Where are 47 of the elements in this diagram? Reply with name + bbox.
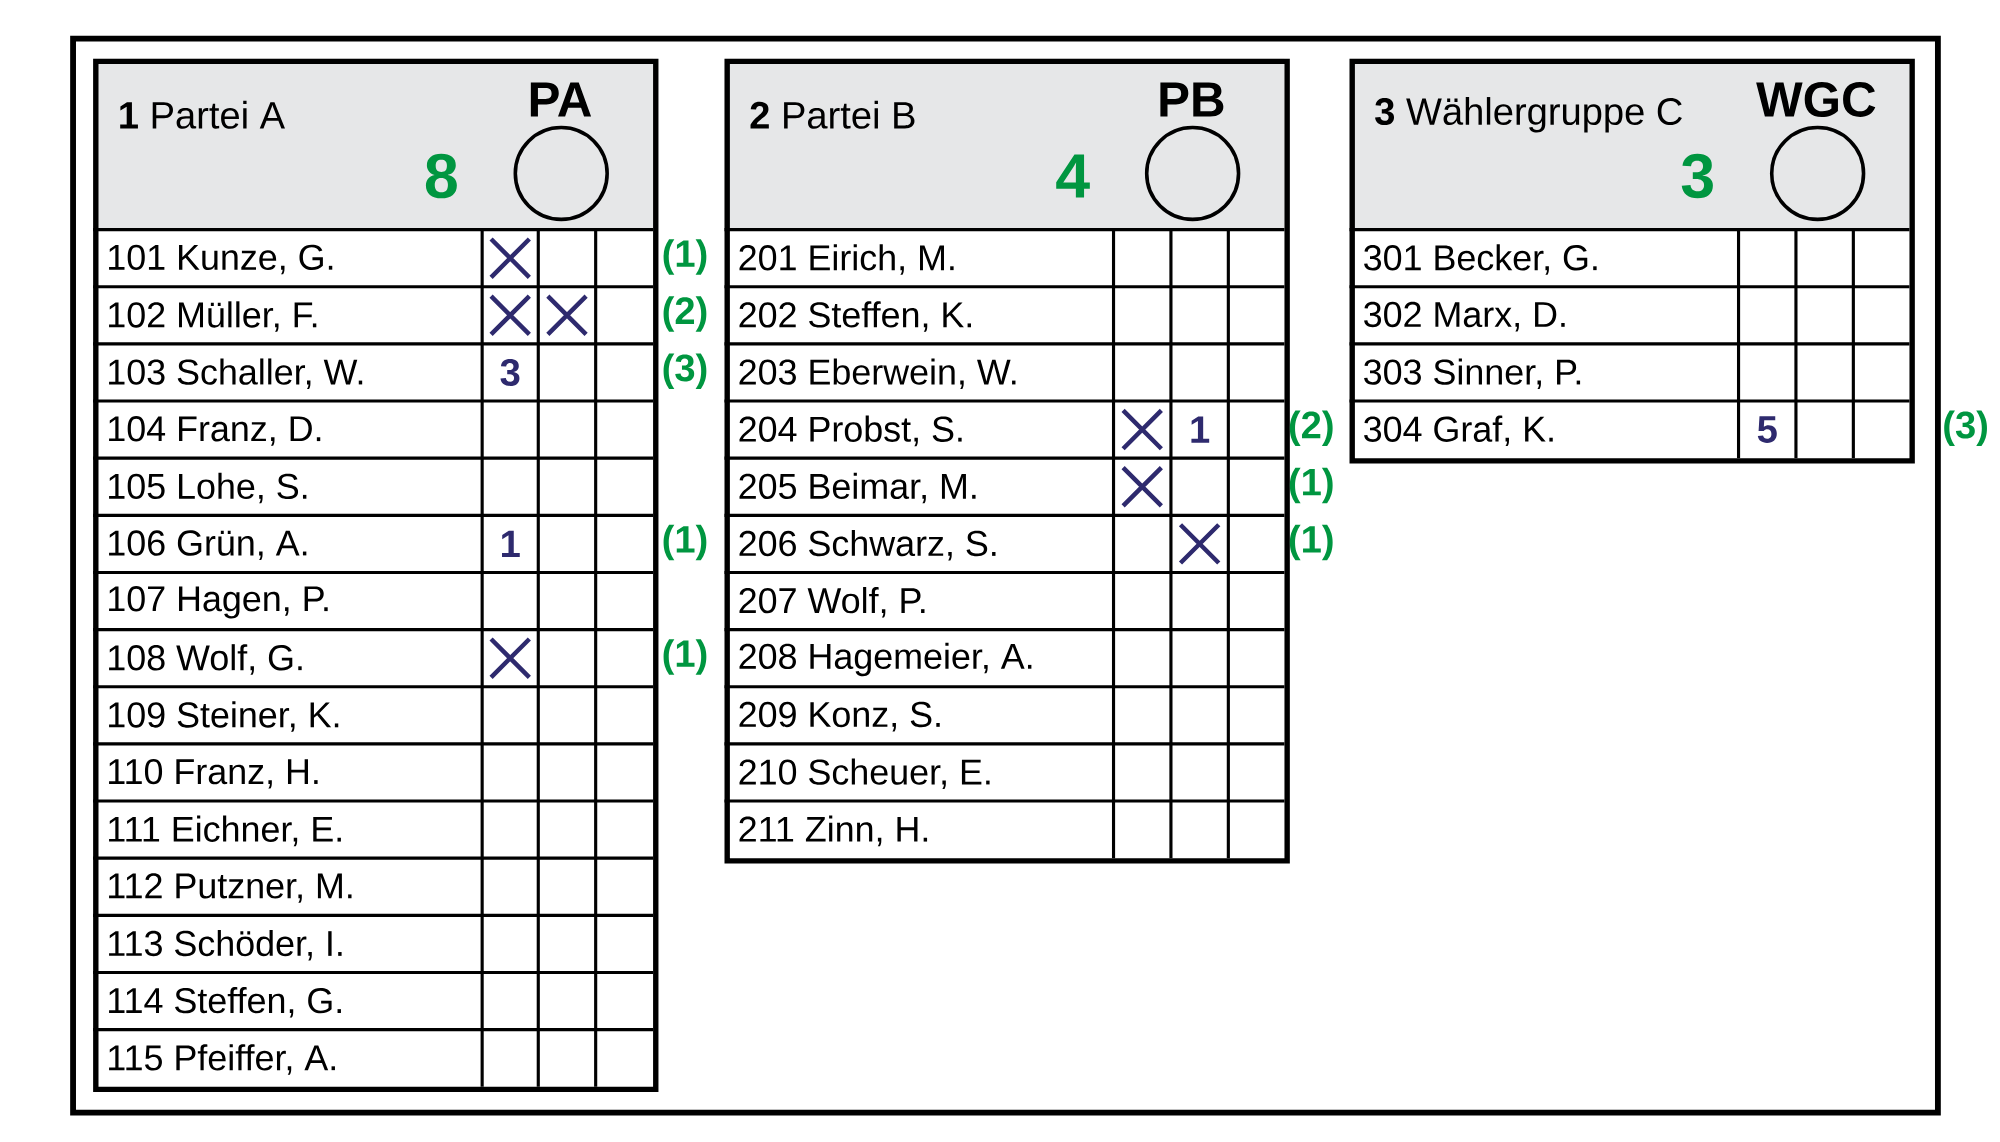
vote-number: 1: [502, 530, 520, 558]
candidate-name: 206 Schwarz, S.: [739, 530, 996, 561]
candidate-name: 113 Schöder, I.: [109, 930, 342, 961]
vote-count: (2): [1289, 410, 1333, 447]
candidate-name: 111 Eichner, E.: [109, 815, 341, 847]
vote-count: (3): [1944, 410, 1987, 447]
candidate-name: 201 Eirich, M.: [739, 244, 954, 275]
candidate-name: 112 Putzner, M.: [109, 873, 352, 903]
candidate-name: 208 Hagemeier, A.: [739, 642, 1032, 677]
vote-count: (1): [663, 525, 707, 561]
candidate-name: 304 Graf, K.: [1364, 415, 1553, 447]
candidate-name: 210 Scheuer, E.: [739, 758, 990, 790]
candidate-name: 108 Wolf, G.: [109, 644, 302, 675]
candidate-name: 202 Steffen, K.: [739, 301, 971, 333]
candidate-name: 302 Marx, D.: [1364, 302, 1565, 332]
candidate-name: 115 Pfeiffer, A.: [109, 1044, 335, 1075]
candidate-name: 211 Zinn, H.: [739, 815, 928, 847]
vote-count: (1): [663, 239, 707, 275]
candidate-name: 205 Beimar, M.: [739, 472, 976, 504]
candidate-name: 107 Hagen, P.: [109, 586, 328, 619]
candidate-name: 103 Schaller, W.: [109, 358, 363, 390]
vote-count: (1): [1289, 525, 1333, 561]
candidate-name: 105 Lohe, S.: [109, 472, 307, 504]
vote-number: 3: [500, 359, 520, 387]
vote-count: (1): [663, 639, 707, 675]
candidate-name: 301 Becker, G.: [1364, 244, 1597, 275]
ballot-frame: [70, 35, 1941, 1116]
party-circle: [1144, 125, 1241, 222]
party-circle: [513, 125, 609, 222]
vote-number: 1: [1191, 416, 1210, 443]
candidate-name: 102 Müller, F.: [109, 301, 317, 333]
vote-count: (3): [663, 353, 707, 390]
candidate-name: 110 Franz, H.: [109, 759, 318, 789]
vote-number: 5: [1757, 416, 1777, 444]
candidate-name: 104 Franz, D.: [109, 416, 321, 446]
candidate-name: 209 Konz, S.: [739, 702, 940, 732]
vote-count: (1): [1289, 467, 1333, 504]
candidate-name: 106 Grün, A.: [109, 530, 307, 561]
candidate-name: 114 Steffen, G.: [109, 987, 341, 1018]
vote-count: (2): [663, 296, 707, 332]
candidate-name: 203 Eberwein, W.: [739, 358, 1016, 390]
candidate-name: 101 Kunze, G.: [109, 244, 333, 275]
candidate-name: 207 Wolf, P.: [739, 587, 925, 618]
party-circle: [1769, 125, 1866, 222]
candidate-name: 204 Probst, S.: [739, 415, 962, 447]
candidate-name: 303 Sinner, P.: [1364, 358, 1581, 390]
candidate-name: 109 Steiner, K.: [109, 701, 339, 733]
